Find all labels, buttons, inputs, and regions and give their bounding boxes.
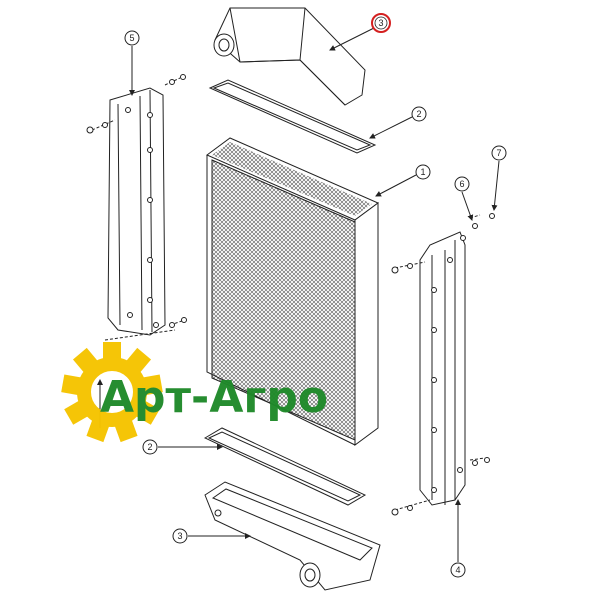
- callout-label: 2: [147, 442, 152, 452]
- bottom-tank: [204, 481, 381, 591]
- gear-icon: [61, 342, 163, 443]
- top-tank: [213, 7, 366, 106]
- callout-4[interactable]: 4: [450, 562, 466, 578]
- callout-5[interactable]: 5: [124, 30, 140, 46]
- watermark-text: Арт-Агро: [100, 372, 328, 423]
- callout-label: 7: [496, 148, 501, 158]
- callout-7[interactable]: 7: [491, 145, 507, 161]
- callout-label: 3: [378, 18, 383, 28]
- watermark-logo: Арт-Агро: [61, 342, 328, 443]
- callout-label: 6: [459, 179, 464, 189]
- callout-label: 3: [177, 531, 182, 541]
- radiator-core: [206, 137, 379, 446]
- callout-3-highlighted[interactable]: 3: [371, 13, 391, 33]
- bottom-gasket: [203, 427, 367, 506]
- callout-label: 2: [416, 109, 421, 119]
- callout-6[interactable]: 6: [454, 176, 470, 192]
- right-bracket: [391, 213, 495, 516]
- callout-label: 4: [455, 565, 460, 575]
- callout-2-top[interactable]: 2: [411, 106, 427, 122]
- callout-1[interactable]: 1: [415, 164, 431, 180]
- callout-label: 5: [129, 33, 134, 43]
- callout-2-bottom[interactable]: 2: [142, 439, 158, 455]
- top-gasket: [208, 79, 377, 154]
- left-bracket: [86, 74, 187, 341]
- callout-label: 1: [420, 167, 425, 177]
- callout-3-bottom[interactable]: 3: [172, 528, 188, 544]
